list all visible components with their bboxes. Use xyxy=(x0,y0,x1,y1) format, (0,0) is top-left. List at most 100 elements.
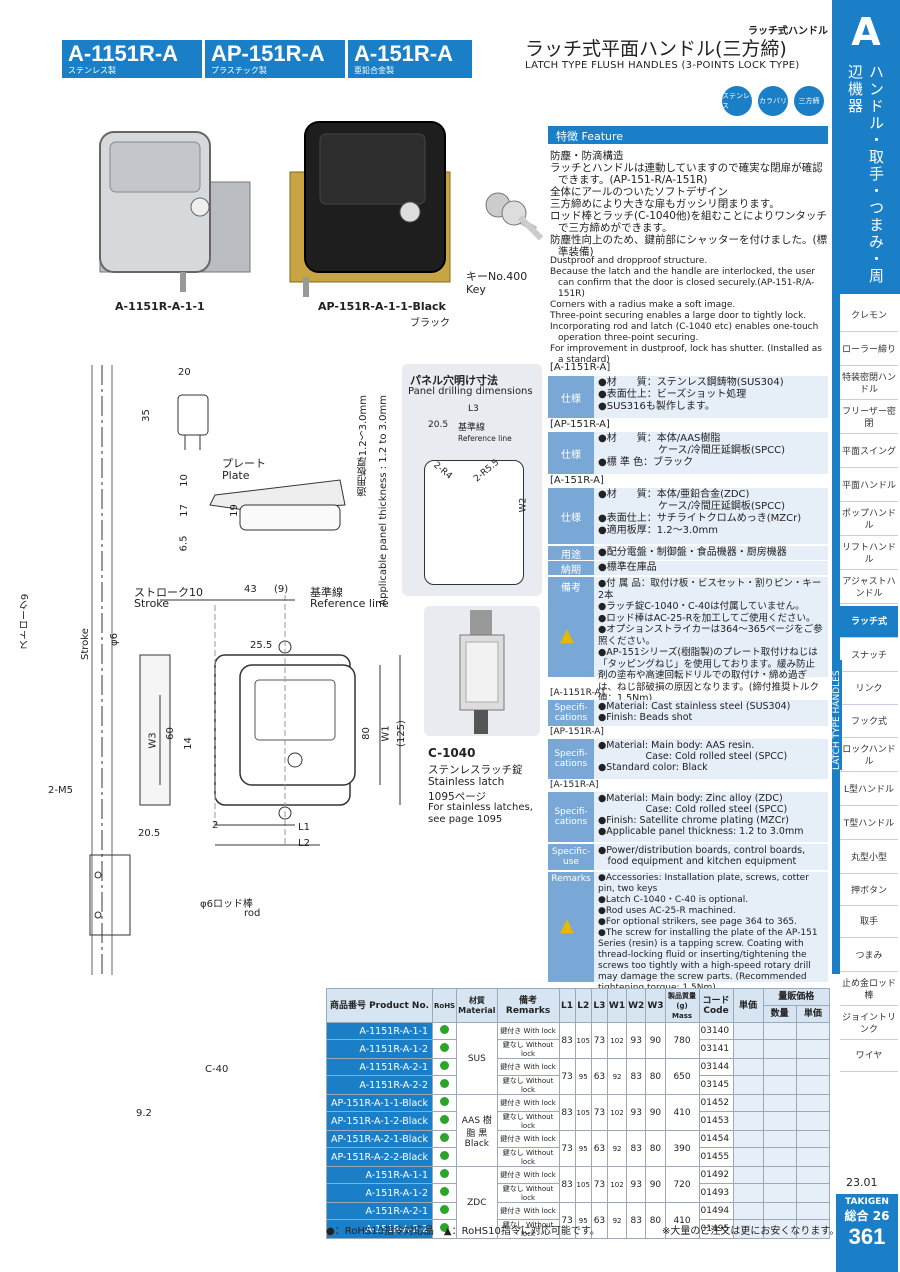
code: 01452 xyxy=(698,1094,734,1112)
line: 防塵・防滴構造 xyxy=(550,150,624,162)
th-w3: W3 xyxy=(645,988,666,1023)
material: SUS xyxy=(456,1022,498,1095)
dim: 80 xyxy=(645,1202,666,1239)
dim: 105 xyxy=(574,1022,592,1059)
sidebar-item-3[interactable]: フリーザー密閉 xyxy=(840,402,898,434)
line: Case: Cold rolled steel (SPCC) xyxy=(598,804,788,815)
remarks: 鍵付き With lock xyxy=(496,1022,560,1040)
dim: 83 xyxy=(626,1202,647,1239)
sidebar-item-7[interactable]: リフトハンドル xyxy=(840,538,898,570)
sidebar-item-4[interactable]: 平面スイング xyxy=(840,436,898,468)
code: 01492 xyxy=(698,1166,734,1184)
sidebar-item-8[interactable]: アジャストハンドル xyxy=(840,572,898,604)
dim: 90 xyxy=(645,1166,666,1203)
product-no: A-1151R-A-2-1 xyxy=(326,1058,433,1076)
dim-w3: W3 xyxy=(147,732,159,749)
dim: 73 xyxy=(590,1022,608,1059)
line: ●Power/distribution boards, control boar… xyxy=(598,845,806,856)
dim: 83 xyxy=(626,1058,647,1095)
line: ●適用板厚：1.2〜3.0mm xyxy=(598,525,719,536)
line: ●Standard color: Black xyxy=(598,762,708,773)
dim-25-5: 25.5 xyxy=(250,640,273,651)
thickness-label-en: Applicable panel thickness : 1.2 to 3.0m… xyxy=(378,395,389,606)
line: ●SUS316も製作します。 xyxy=(598,401,715,412)
sidebar-item-17[interactable]: 押ボタン xyxy=(840,876,898,906)
c1040-en: Stainless latch xyxy=(428,776,505,788)
line: ●Applicable panel thickness: 1.2 to 3.0m… xyxy=(598,826,804,837)
sidebar-item-14[interactable]: L型ハンドル xyxy=(840,774,898,806)
product-no: AP-151R-A-1-2-Black xyxy=(326,1111,433,1131)
sidebar-item-6[interactable]: ポップハンドル xyxy=(840,504,898,536)
sidebar-item-5[interactable]: 平面ハンドル xyxy=(840,470,898,502)
line: 三方締めにより大きな扉もガッシリ閉まります。 xyxy=(550,198,780,210)
sidebar-item-11[interactable]: リンク xyxy=(840,673,898,705)
sidebar-item-0[interactable]: クレモン xyxy=(840,300,898,332)
sidebar-item-1[interactable]: ローラー締り xyxy=(840,334,898,366)
spec-en-h1: [A-1151R-A] xyxy=(550,688,605,698)
dim: 102 xyxy=(606,1094,628,1131)
dim: 80 xyxy=(645,1058,666,1095)
stroke9-label-en: Stroke xyxy=(80,628,91,660)
product-photo-ap151r-black xyxy=(289,121,451,297)
spec-jp-body-2: ●材 質：本体/AAS樹脂 ケース/冷間圧延鋼板(SPCC)●標 準 色：ブラッ… xyxy=(594,432,828,474)
spec-en-remarks: ●Accessories: Installation plate, screws… xyxy=(594,872,828,993)
spec-jp-h3: [A-151R-A] xyxy=(550,475,604,486)
th-unit-price: 単価 xyxy=(795,1005,831,1023)
code: 01494 xyxy=(698,1202,734,1220)
line: ●表面仕上：ビーズショット処理 xyxy=(598,389,747,400)
sidebar-item-15[interactable]: T型ハンドル xyxy=(840,808,898,840)
sidebar-item-16[interactable]: 丸型小型 xyxy=(840,842,898,874)
sidebar-strip xyxy=(832,294,840,974)
th-w1: W1 xyxy=(606,988,628,1023)
sidebar-item-19[interactable]: つまみ xyxy=(840,940,898,972)
dim-60: 60 xyxy=(164,727,176,740)
remarks: 鍵付き With lock xyxy=(496,1130,560,1148)
dim: 720 xyxy=(664,1166,700,1203)
panel-cutout xyxy=(424,460,524,585)
th-remarks: 備考 Remarks xyxy=(496,988,560,1023)
dim-19: 19 xyxy=(228,504,240,517)
rohs-dot xyxy=(440,1115,450,1124)
sidebar-item-21[interactable]: ジョイントリンク xyxy=(840,1008,898,1040)
rohs-dot xyxy=(440,1187,450,1196)
product-no: AP-151R-A-2-1-Black xyxy=(326,1130,433,1148)
dim: 95 xyxy=(574,1202,592,1239)
spec-en-body-2: ●Material: Main body: AAS resin. Case: C… xyxy=(594,739,828,779)
rod-label-en: rod xyxy=(244,908,261,919)
photo-label-ap151r: AP-151R-A-1-1-Black xyxy=(318,300,446,313)
rod-label: φ6ロッド棒 xyxy=(200,899,253,910)
sidebar-item-18[interactable]: 取手 xyxy=(840,906,898,938)
spec-jp-use: ●配分電盤・制御盤・食品機器・厨房機器 xyxy=(594,546,828,560)
dim-ref-en: Reference line xyxy=(458,434,512,443)
c1040-page-en: For stainless latches, see page 1095 xyxy=(428,802,533,825)
line: ●オプションストライカーは364〜365ページをご参照ください。 xyxy=(598,624,823,647)
sidebar-item-10[interactable]: スナッチ xyxy=(840,640,898,672)
sidebar-item-2[interactable]: 特装密閉ハンドル xyxy=(840,368,898,400)
sidebar-item-12[interactable]: フック式 xyxy=(840,706,898,738)
dim-125: (125) xyxy=(395,720,407,747)
line: ●Accessories: Installation plate, screws… xyxy=(598,873,809,894)
sidebar-item-9[interactable]: ラッチ式 xyxy=(840,606,898,638)
dim-6-5: 6.5 xyxy=(178,535,190,552)
dim-14: 14 xyxy=(182,737,194,750)
key-photo xyxy=(485,192,544,241)
page-badge: TAKIGEN 総合 26 361 xyxy=(836,1194,898,1272)
product-no: AP-151R-A-2-2-Black xyxy=(326,1147,433,1167)
th-mass: 製品質量(g) Mass xyxy=(664,988,700,1023)
sidebar-item-13[interactable]: ロックハンドル xyxy=(840,740,898,772)
dim: 80 xyxy=(645,1130,666,1167)
product-no: A-1151R-A-2-2 xyxy=(326,1075,433,1095)
code: 01454 xyxy=(698,1130,734,1148)
sidebar-item-20[interactable]: 止め金ロッド棒 xyxy=(840,974,898,1006)
product-no: A-151R-A-1-2 xyxy=(326,1183,433,1203)
line: ケース/冷間圧延鋼板(SPCC) xyxy=(598,445,786,456)
remarks: 鍵付き With lock xyxy=(496,1202,560,1220)
dim: 105 xyxy=(574,1166,592,1203)
page-title-en: LATCH TYPE FLUSH HANDLES (3-POINTS LOCK … xyxy=(525,60,800,71)
sidebar-item-22[interactable]: ワイヤ xyxy=(840,1040,898,1072)
